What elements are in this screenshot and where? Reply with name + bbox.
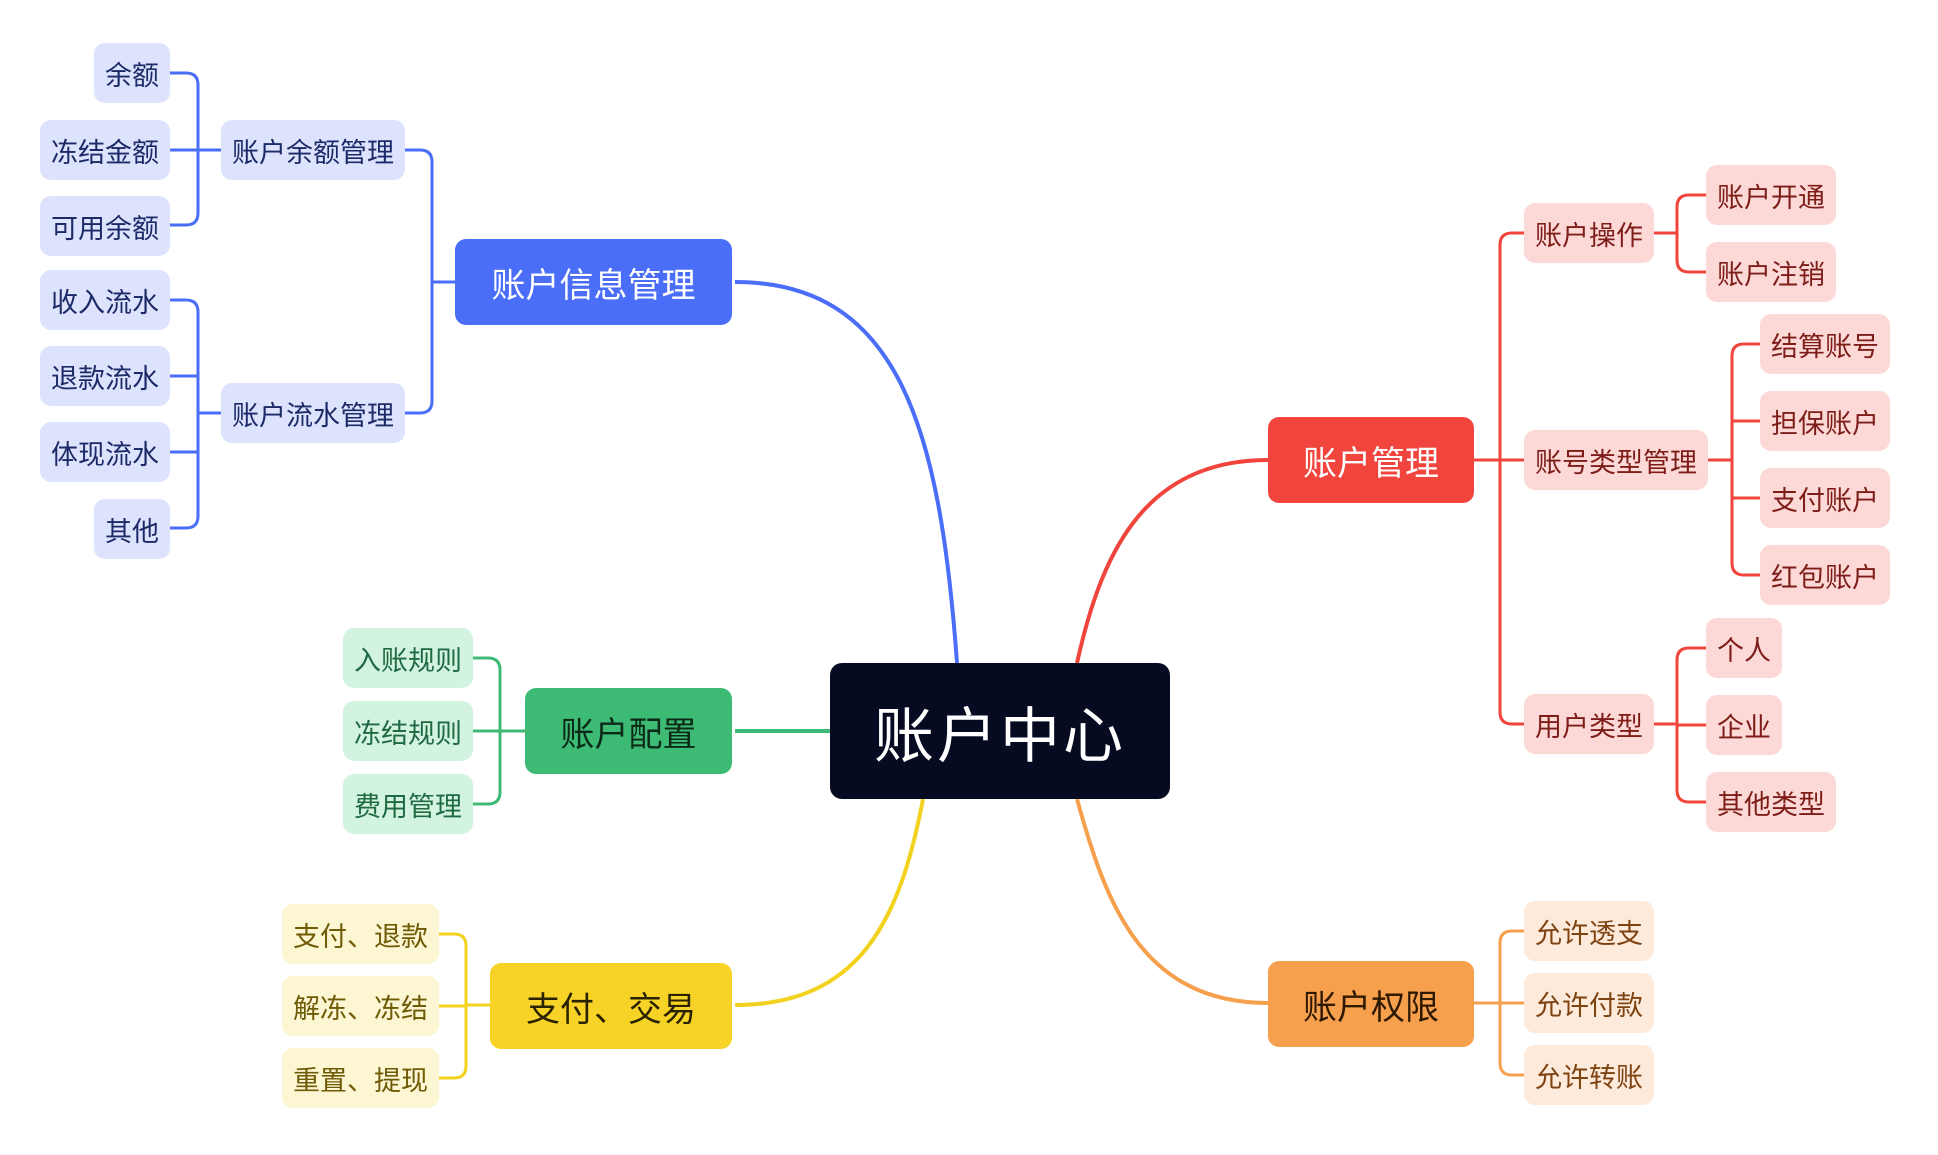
leaf-pay-refund[interactable]: 支付、退款 (282, 904, 439, 964)
connector-root-trade (734, 798, 925, 1007)
connector-root-manage (1075, 458, 1269, 664)
leaf-entry-rule[interactable]: 入账规则 (343, 628, 473, 688)
group-account-type-management[interactable]: 账号类型管理 (1524, 430, 1708, 490)
leaf-allow-transfer[interactable]: 允许转账 (1524, 1045, 1654, 1105)
leaf-reset-withdraw[interactable]: 重置、提现 (282, 1048, 439, 1108)
connector-manage-groups (1474, 231, 1524, 726)
leaf-freeze-rule[interactable]: 冻结规则 (343, 701, 473, 761)
branch-account-info[interactable]: 账户信息管理 (455, 239, 732, 325)
connector-config-leaves (473, 656, 525, 806)
connector-flow-leaves (170, 298, 221, 530)
connector-operate-leaves (1654, 193, 1706, 274)
connector-root-info (734, 280, 959, 664)
leaf-enterprise[interactable]: 企业 (1706, 695, 1782, 755)
leaf-income-flow[interactable]: 收入流水 (40, 270, 170, 330)
leaf-withdraw-flow[interactable]: 体现流水 (40, 422, 170, 482)
group-balance-management[interactable]: 账户余额管理 (221, 120, 405, 180)
leaf-guarantee-account[interactable]: 担保账户 (1760, 391, 1890, 451)
root-node[interactable]: 账户中心 (830, 663, 1170, 799)
leaf-red-packet-account[interactable]: 红包账户 (1760, 545, 1890, 605)
connector-balance-leaves (170, 71, 221, 227)
group-user-type[interactable]: 用户类型 (1524, 694, 1654, 754)
branch-account-permission[interactable]: 账户权限 (1268, 961, 1474, 1047)
leaf-frozen-amount[interactable]: 冻结金额 (40, 120, 170, 180)
leaf-other-flow[interactable]: 其他 (94, 499, 170, 559)
leaf-settlement-account[interactable]: 结算账号 (1760, 314, 1890, 374)
leaf-personal[interactable]: 个人 (1706, 618, 1782, 678)
leaf-other-type[interactable]: 其他类型 (1706, 772, 1836, 832)
connector-usertype-leaves (1654, 646, 1706, 804)
leaf-unfreeze-freeze[interactable]: 解冻、冻结 (282, 976, 439, 1036)
connector-acctype-leaves (1708, 342, 1760, 577)
leaf-allow-payment[interactable]: 允许付款 (1524, 973, 1654, 1033)
leaf-balance[interactable]: 余额 (94, 43, 170, 103)
connector-perm-leaves (1474, 929, 1524, 1077)
group-account-operation[interactable]: 账户操作 (1524, 203, 1654, 263)
leaf-allow-overdraft[interactable]: 允许透支 (1524, 901, 1654, 961)
connector-trade-leaves (439, 932, 490, 1080)
branch-payment-trade[interactable]: 支付、交易 (490, 963, 732, 1049)
leaf-available-balance[interactable]: 可用余额 (40, 196, 170, 256)
leaf-fee-management[interactable]: 费用管理 (343, 774, 473, 834)
connector-root-perm (1075, 798, 1269, 1005)
branch-account-management[interactable]: 账户管理 (1268, 417, 1474, 503)
group-flow-management[interactable]: 账户流水管理 (221, 383, 405, 443)
branch-account-config[interactable]: 账户配置 (525, 688, 732, 774)
leaf-close-account[interactable]: 账户注销 (1706, 242, 1836, 302)
leaf-payment-account[interactable]: 支付账户 (1760, 468, 1890, 528)
connector-info-groups (405, 148, 455, 415)
leaf-open-account[interactable]: 账户开通 (1706, 165, 1836, 225)
leaf-refund-flow[interactable]: 退款流水 (40, 346, 170, 406)
